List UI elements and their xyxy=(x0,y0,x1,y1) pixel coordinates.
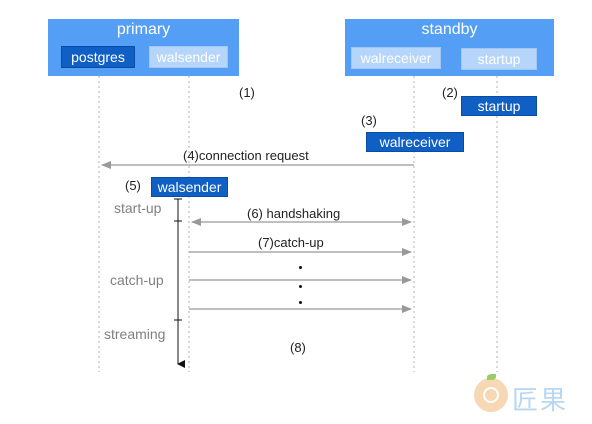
watermark-text: 匠果 xyxy=(512,385,569,415)
walsender-started-box: walsender xyxy=(151,177,228,197)
ellipsis-dot-1 xyxy=(299,266,302,269)
walreceiver-started-box: walreceiver xyxy=(366,132,464,152)
walsender-process-box-idle: walsender xyxy=(149,46,228,68)
phase-label-catch-up: catch-up xyxy=(110,272,164,288)
watermark-leaf-icon xyxy=(487,374,496,380)
step-1-label: (1) xyxy=(239,85,255,100)
watermark-inner-ring xyxy=(483,387,499,403)
step-5-label: (5) xyxy=(125,178,141,193)
startup-started-box: startup xyxy=(461,96,537,116)
standby-title: standby xyxy=(421,21,478,38)
phase-label-start-up: start-up xyxy=(114,200,162,216)
ellipsis-dot-2 xyxy=(299,285,302,288)
step-8-label: (8) xyxy=(290,340,306,355)
primary-title: primary xyxy=(116,21,171,38)
step-2-label: (2) xyxy=(442,85,458,100)
startup-process-box-idle: startup xyxy=(461,48,537,70)
step-7-label: (7)catch-up xyxy=(258,235,324,250)
ellipsis-dot-3 xyxy=(299,301,302,304)
watermark-logo xyxy=(474,374,508,412)
step-3-label: (3) xyxy=(361,113,377,128)
step-4-label: (4)connection request xyxy=(183,148,309,163)
step-6-label: (6) handshaking xyxy=(247,206,341,221)
phase-label-streaming: streaming xyxy=(104,326,166,342)
walreceiver-process-box-idle: walreceiver xyxy=(351,47,441,69)
postgres-process-box: postgres xyxy=(61,46,135,68)
